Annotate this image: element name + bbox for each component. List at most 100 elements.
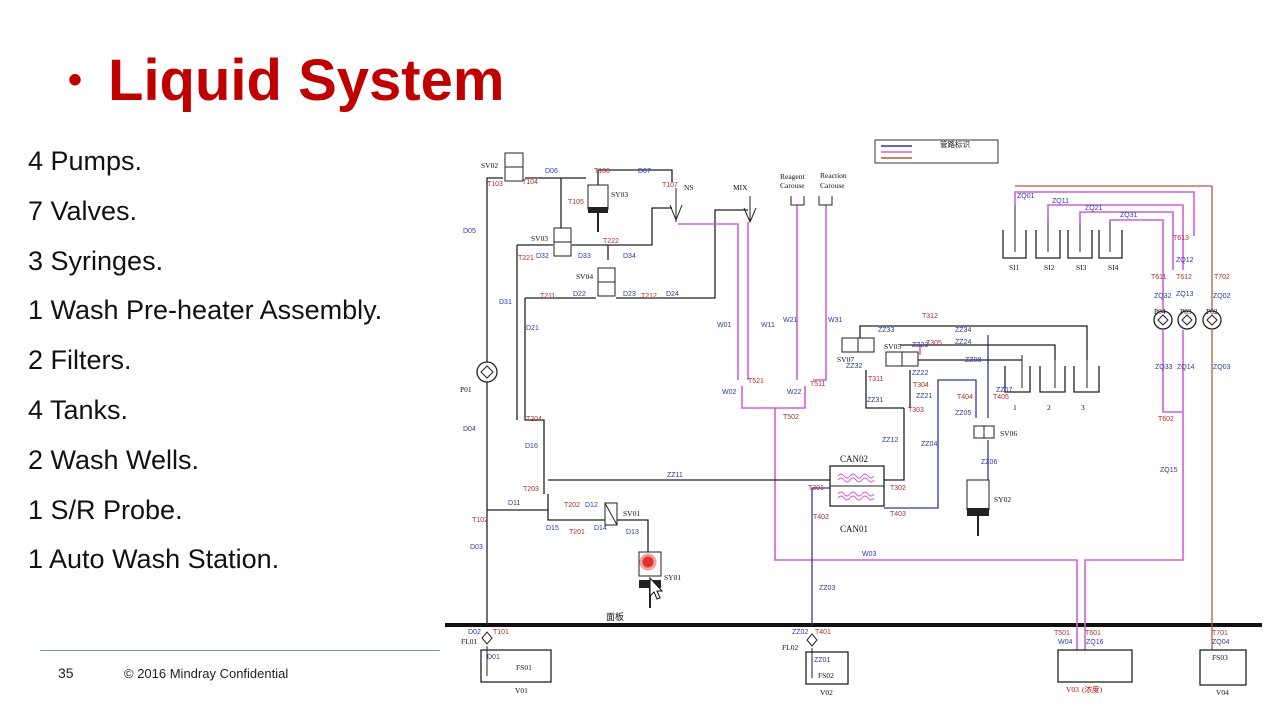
list-item: 1 Wash Pre-heater Assembly. [28,295,383,326]
fl02-label: FL02 [782,643,799,652]
tube-label: ZZ32 [846,363,862,370]
tube-label: T103 [487,181,503,188]
tube-label: T201 [569,529,585,536]
valve-sv01: SV01 [604,502,640,526]
tube-label: D05 [463,228,476,235]
tube-label: D03 [470,544,483,551]
sv04-label: SV04 [576,272,593,281]
syringe-sy01: SY01 [638,551,681,608]
tube-label: W21 [783,317,798,324]
mix-label: MIX [733,183,748,192]
tube-label: D33 [578,253,591,260]
tube-label: D16 [525,443,538,450]
tube-label: ZZ03 [819,585,835,592]
slide-title-text: Liquid System [108,47,505,113]
tube-label: ZZ31 [867,397,883,404]
probe-mix: MIX [733,183,757,224]
tube-label: T613 [1173,235,1189,242]
sv01-label: SV01 [623,509,640,518]
si4-label: SI4 [1108,263,1119,272]
wash-wells: 1 2 3 [1004,355,1100,412]
tube-label: ZZ05 [955,410,971,417]
tube-label: ZQ15 [1160,467,1178,474]
tube-label: D22 [573,291,586,298]
list-item: 4 Tanks. [28,394,129,425]
syringe-sy02: SY02 [966,479,1011,536]
tube-label: ZZ21 [916,393,932,400]
tube-label: T105 [568,199,584,206]
tube-label: D31 [499,299,512,306]
tube-label: ZZ33 [878,327,894,334]
fl01-label: FL01 [461,637,478,646]
component-list: 4 Pumps. 7 Valves. 3 Syringes. 1 Wash Pr… [28,140,382,588]
tube-label: T404 [957,394,973,401]
tube-label: T304 [913,382,929,389]
tube-label: W11 [761,322,775,329]
tube-label: T202 [564,502,580,509]
tube-label: ZQ31 [1120,212,1138,219]
mouse-cursor-icon [649,576,664,600]
legend-title: 管路标识 [940,139,970,149]
fs01-label: FS01 [516,663,532,672]
valve-sv02: SV02 [481,152,524,182]
tube-label: T203 [523,486,539,493]
tube-label: T405 [993,394,1009,401]
valve-sv07: SV07 [837,337,875,364]
tube-label: ZZ24 [955,339,971,346]
p01-label: P01 [460,385,472,394]
tube-label: T702 [1214,274,1230,281]
tube-label: T612 [1176,274,1192,281]
tube-label: ZZ02 [792,629,808,636]
tube-label: W02 [722,389,737,396]
tube-label: T601 [1085,630,1101,637]
si1-label: SI1 [1009,263,1020,272]
tube-label: T611 [1151,274,1167,281]
tube-label: T102 [472,517,488,524]
tube-label: T305 [926,340,942,347]
copyright-notice: © 2016 Mindray Confidential [124,666,289,681]
tube-label: ZQ33 [1155,364,1173,371]
sy01-label: SY01 [664,573,681,582]
tube-label: D23 [623,291,636,298]
zz-pipes [811,335,989,625]
zz-black-pipes [548,325,1088,481]
tube-label: T303 [908,407,924,414]
tube-label: T302 [890,485,906,492]
list-item: 1 Auto Wash Station. [28,544,280,575]
fs02-label: FS02 [818,671,834,680]
tube-label: T403 [890,511,906,518]
ns-label: NS [684,183,694,192]
si2-label: SI2 [1044,263,1055,272]
tube-label: W31 [828,317,843,324]
sv03-label: SV03 [531,234,548,243]
tube-label: T107 [662,182,678,189]
tank-v01: FS01 V01 [480,646,552,695]
reagent-carousel-label-1: Reagent [780,172,805,181]
tube-label: ZQ12 [1176,257,1194,264]
tube-label: D12 [585,502,598,509]
tube-label: T222 [603,238,619,245]
r-pipes [1015,185,1213,650]
list-item: 3 Syringes. [28,245,164,276]
can01-label: CAN01 [840,524,868,534]
tank-v02: FS02 V02 [805,648,849,697]
reaction-carousel-label-1: Reaction [820,171,847,180]
v02-label: V02 [820,688,833,697]
sy03-label: SY03 [611,190,628,199]
tube-label: ZZ06 [981,459,997,466]
pipe-legend: 管路标识 [874,139,999,164]
list-item: 2 Filters. [28,345,132,376]
tube-labels-red: T103 T104 T105 T106 T107 T221 T222 T211 … [472,168,1230,637]
tank-v03: V03 (浓度) [1057,649,1133,694]
well-3-label: 3 [1081,403,1085,412]
well-1-label: 1 [1013,403,1017,412]
tube-label: T101 [493,629,509,636]
d-pipes [486,169,748,625]
tube-label: T502 [783,414,799,421]
reagent-carousel-label-2: Carouse [780,181,805,190]
tube-label: W22 [787,389,802,396]
tube-label: T204 [526,416,542,423]
tube-label: D02 [468,629,481,636]
tube-label: ZQ21 [1085,205,1103,212]
